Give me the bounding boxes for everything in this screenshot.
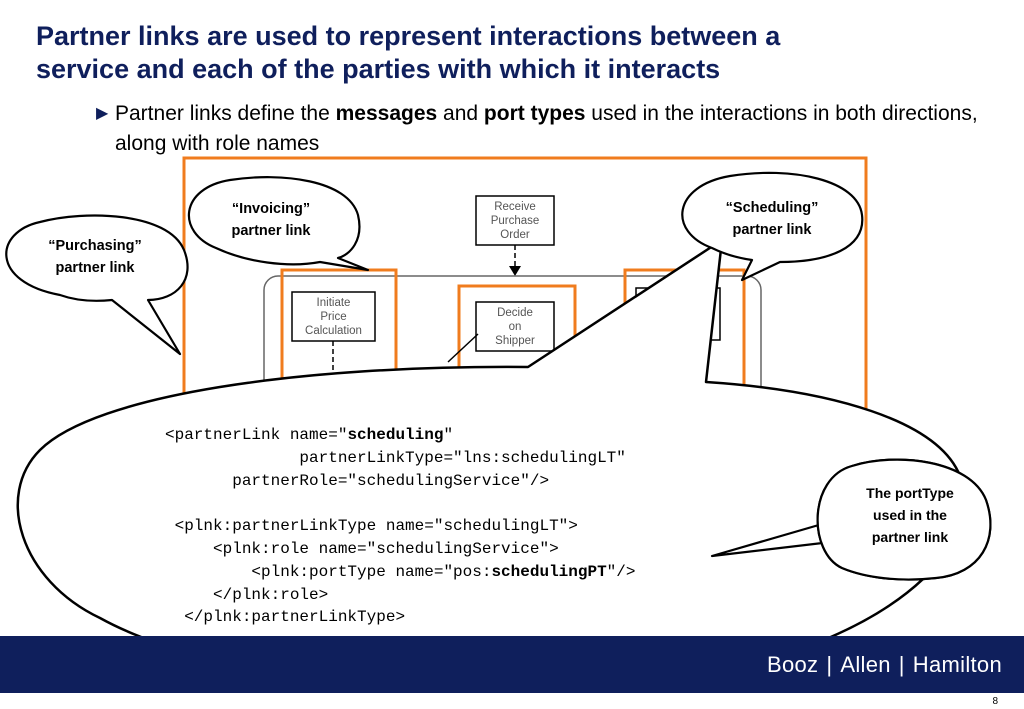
porttype-label-3: partner link [872,529,948,545]
purchasing-label-1: “Purchasing” [48,238,141,254]
invoicing-label-1: “Invoicing” [232,201,310,217]
receive-line-2: Purchase [491,215,540,227]
code-bold-scheduling: scheduling [347,426,444,444]
receive-arrowhead [509,266,521,276]
purchasing-callout-bubble [5,214,189,356]
decide-line-2: on [509,321,522,333]
decide-on-shipper-box: Decide on Shipper [475,301,555,352]
initiate-line-1: Initiate [317,297,351,309]
receive-purchase-order-box: Receive Purchase Order [475,195,555,246]
partner-link-code: <partnerLink name="scheduling" partnerLi… [165,426,636,627]
footer-bar: Booz|Allen|Hamilton [0,636,1024,693]
receive-line-3: Order [500,229,530,241]
page-number: 8 [992,696,998,707]
bold-port-types: port types [483,102,586,125]
initiate-line-3: Calculation [305,325,362,337]
initiate-line-2: Price [320,311,346,323]
porttype-callout-cover [816,458,992,581]
porttype-label-1: The portType [866,485,954,501]
decide-link-line [447,333,479,363]
partner-link-diagram: Receive Purchase Order Initiate Price Ca… [5,156,992,636]
code-callout-bubble [16,238,965,636]
initiate-price-calculation-box: Initiate Price Calculation [291,291,376,342]
invoicing-label-2: partner link [232,223,312,239]
invoicing-callout-bubble [187,176,370,272]
purchasing-label-2: partner link [56,260,136,276]
code-bold-schedulingpt: schedulingPT [491,562,607,581]
decide-line-1: Decide [497,307,533,319]
bullet-point: ▶ Partner links define the messages and … [96,99,996,159]
title-line-1: Partner links are used to represent inte… [36,21,781,51]
receive-line-1: Receive [494,201,536,213]
title-line-2: service and each of the parties with whi… [36,54,721,84]
bullet-arrow-icon: ▶ [96,105,109,122]
scheduling-callout-bubble [681,171,864,282]
porttype-label-2: used in the [873,507,947,523]
slide-title: Partner links are used to represent inte… [36,20,996,86]
bold-messages: messages [335,102,438,125]
scheduling-label-2: partner link [733,222,813,238]
brand-logo: Booz|Allen|Hamilton [766,652,1002,677]
scheduling-label-1: “Scheduling” [726,200,819,216]
decide-line-3: Shipper [495,335,535,347]
bullet-text: Partner links define the messages and po… [115,102,978,155]
